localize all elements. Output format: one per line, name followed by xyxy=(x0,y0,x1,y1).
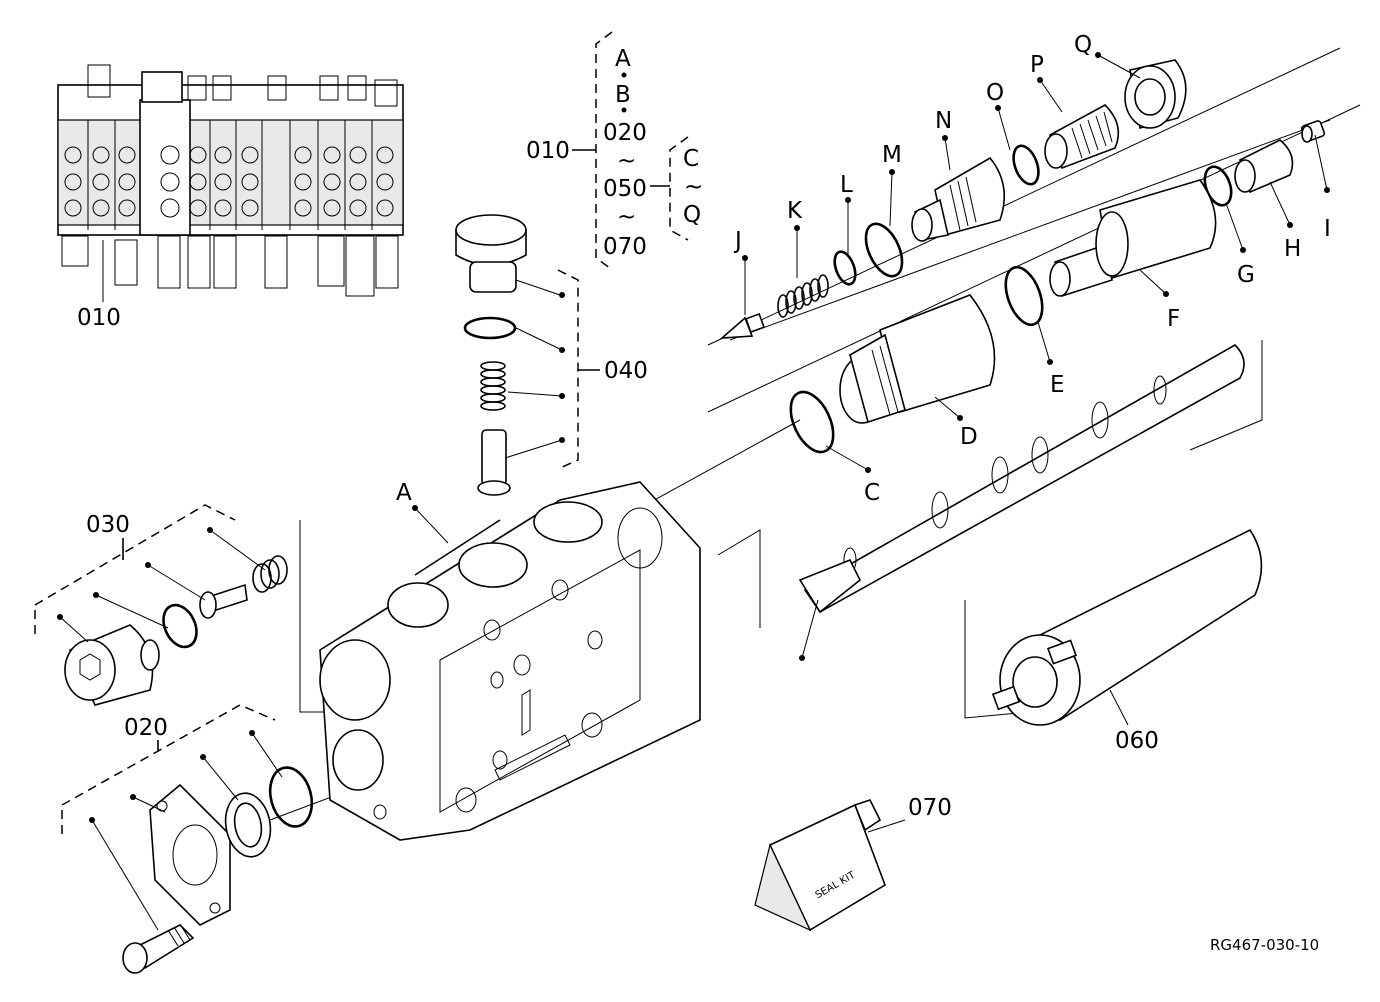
callout-n: N xyxy=(935,108,952,134)
group-040-parts-illustration xyxy=(455,214,527,496)
callout-i: I xyxy=(1324,216,1331,242)
callout-060: 060 xyxy=(1115,728,1159,754)
composition-item-b: B xyxy=(615,82,631,108)
callout-030: 030 xyxy=(86,512,130,538)
callout-h: H xyxy=(1284,236,1301,262)
group-020-bracket-top xyxy=(61,704,276,806)
callout-070: 070 xyxy=(908,795,952,821)
leader-lines xyxy=(59,54,1328,931)
valve-f-illustration xyxy=(1049,179,1217,298)
valve-body-a-illustration xyxy=(319,481,701,841)
composition-item-a: A xyxy=(615,46,631,72)
callout-f: F xyxy=(1167,306,1180,332)
leader-dots xyxy=(57,52,1330,823)
group-030-bracket-top xyxy=(34,504,236,606)
seal-kit-070-illustration: SEAL KIT xyxy=(754,799,886,932)
composition-group-010: 010 xyxy=(526,138,570,164)
callout-l: L xyxy=(840,172,853,198)
sleeve-n-illustration xyxy=(911,156,1006,242)
spring-k-illustration xyxy=(777,274,829,318)
callout-q: Q xyxy=(1074,32,1092,58)
piston-h-illustration xyxy=(1234,139,1294,194)
poppet-j-illustration xyxy=(719,313,765,339)
callout-a: A xyxy=(396,480,412,506)
o-ring-l-illustration xyxy=(833,250,857,286)
callout-c: C xyxy=(864,480,880,506)
callout-g: G xyxy=(1237,262,1255,288)
composition-bracket xyxy=(572,31,689,269)
figure-reference: RG467-030-10 xyxy=(1210,936,1319,954)
group-030-parts-illustration xyxy=(64,555,288,706)
valve-bank-overview-illustration xyxy=(57,64,404,302)
composition-sub-c: C xyxy=(683,146,699,172)
composition-item-050: 050 xyxy=(603,176,647,202)
composition-sub-q: Q xyxy=(683,202,701,228)
overview-callout-010: 010 xyxy=(77,305,121,331)
composition-tilde-1: ~ xyxy=(617,148,636,174)
callout-o: O xyxy=(986,80,1004,106)
composition-item-020: 020 xyxy=(603,120,647,146)
composition-sub-tilde: ~ xyxy=(684,174,703,200)
composition-item-070: 070 xyxy=(603,234,647,260)
spool-b-illustration xyxy=(798,344,1245,614)
o-ring-m-illustration xyxy=(864,222,904,278)
plug-q-illustration xyxy=(1124,59,1187,129)
o-ring-o-illustration xyxy=(1012,144,1040,186)
callout-p: P xyxy=(1030,52,1044,78)
spring-plug-p-illustration xyxy=(1044,104,1120,170)
callout-040: 040 xyxy=(604,358,648,384)
o-ring-c-illustration xyxy=(789,390,835,454)
group-020-parts-illustration xyxy=(122,766,314,974)
callout-d: D xyxy=(960,424,978,450)
callout-j: J xyxy=(733,228,742,254)
callout-020: 020 xyxy=(124,715,168,741)
callout-e: E xyxy=(1050,372,1065,398)
spool-assembly-060-illustration xyxy=(991,528,1263,726)
composition-tilde-2: ~ xyxy=(617,204,636,230)
pin-i-illustration xyxy=(1300,120,1326,143)
o-ring-e-illustration xyxy=(1004,265,1044,327)
callout-m: M xyxy=(882,142,902,168)
sleeve-d-illustration xyxy=(839,294,996,424)
callout-k: K xyxy=(787,198,803,224)
